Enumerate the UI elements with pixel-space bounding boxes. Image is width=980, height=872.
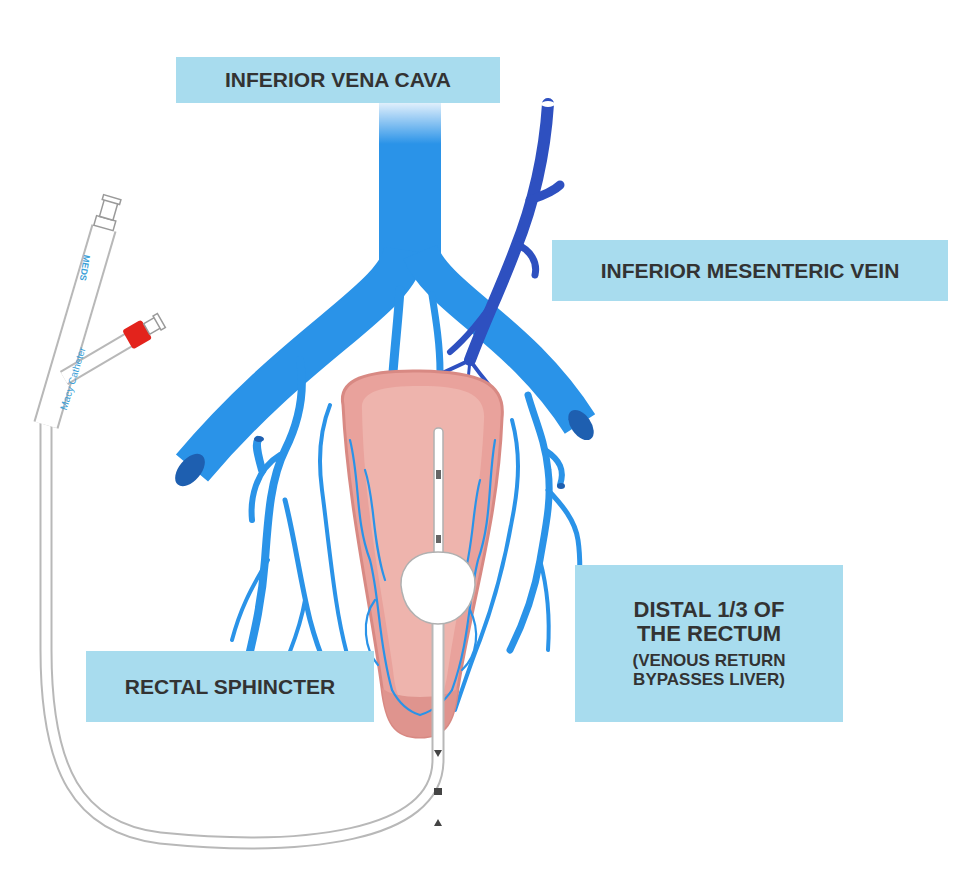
region-label-box: RECTAL SPHINCTER [86, 651, 374, 722]
depth-mark [434, 788, 442, 795]
label-heading: RECTAL SPHINCTER [125, 675, 335, 699]
sphincter-band [382, 688, 458, 737]
luer-connector [94, 194, 122, 230]
region-label-box: DISTAL 1/3 OF THE RECTUM (VENOUS RETURN B… [575, 565, 843, 722]
label-heading: INFERIOR MESENTERIC VEIN [601, 259, 900, 283]
retention-balloon [401, 552, 475, 624]
label-note: (VENOUS RETURN BYPASSES LIVER) [609, 651, 809, 689]
valve-cap [122, 311, 167, 350]
vein-label-box: INFERIOR VENA CAVA [176, 57, 500, 103]
depth-mark [434, 750, 442, 757]
label-heading: INFERIOR VENA CAVA [225, 68, 451, 92]
tip-port [436, 535, 441, 543]
catheter-tube [46, 228, 438, 843]
depth-mark [434, 819, 442, 826]
label-heading: DISTAL 1/3 OF THE RECTUM [609, 598, 809, 647]
rectum-lumen [362, 386, 484, 712]
vein-label-box: INFERIOR MESENTERIC VEIN [552, 240, 948, 301]
tip-port [436, 470, 441, 479]
